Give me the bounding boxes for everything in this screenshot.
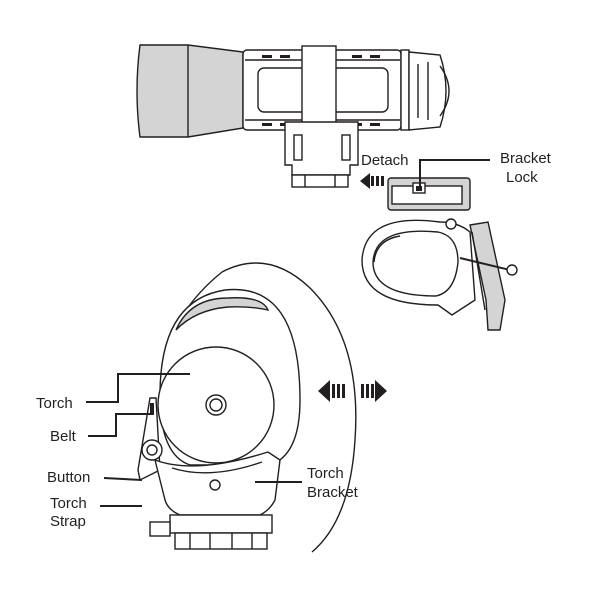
- detach-label: Detach: [361, 152, 409, 169]
- torch-side-view: [136, 44, 450, 188]
- belt-label: Belt: [50, 428, 77, 445]
- handlebar-clamp: [361, 177, 518, 331]
- rotate-right-arrow-icon: [361, 380, 387, 402]
- belt-guide-arc: [221, 262, 357, 553]
- clamp-lever: [469, 221, 506, 331]
- button-label: Button: [47, 469, 90, 486]
- bracket-lock-label-line2: Lock: [506, 169, 538, 186]
- torch-bracket-label-line1: Torch: [307, 465, 344, 482]
- detach-arrow-icon: [360, 173, 384, 189]
- torch-label: Torch: [36, 395, 73, 412]
- bracket-lock-label-line1: Bracket: [500, 150, 552, 167]
- torch-bracket-label-line2: Bracket: [307, 484, 359, 501]
- torch-head: [136, 44, 244, 138]
- bracket-base: [169, 514, 273, 534]
- torch-strap-label-line2: Strap: [50, 513, 86, 530]
- torch-strap-label-line1: Torch: [50, 495, 87, 512]
- torch-bracket-top: [284, 121, 359, 176]
- rotate-left-arrow-icon: [318, 380, 345, 402]
- torch-grip-band: [175, 297, 270, 331]
